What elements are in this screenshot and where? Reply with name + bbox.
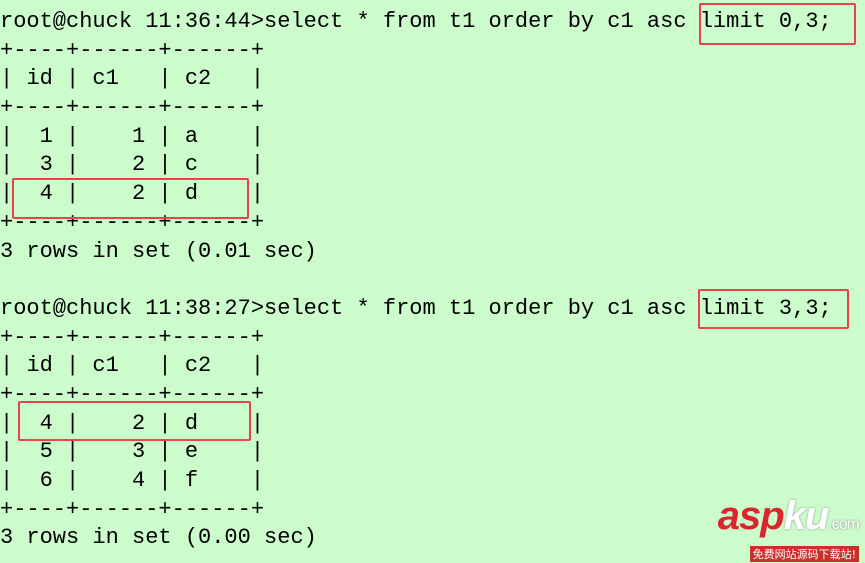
sql-command: select * from t1 order by c1 asc limit 0… [264, 9, 832, 34]
table-row: | 5 | 3 | e | [0, 439, 265, 465]
table-row: | 4 | 2 | d | [0, 410, 265, 436]
result-summary: 3 rows in set (0.00 sec) [0, 525, 317, 551]
logo-text-b: ku [783, 494, 830, 538]
table-border: +----+------+------+ [0, 209, 265, 235]
result-summary: 3 rows in set (0.01 sec) [0, 238, 317, 264]
query-block-1: root@chuck 11:36:44>select * from t1 ord… [0, 8, 832, 266]
prompt: root@chuck 11:36:44> [0, 9, 265, 34]
logo-text-a: asp [717, 494, 785, 538]
table-row: | 3 | 2 | c | [0, 152, 265, 178]
watermark-tagline: 免费网站源码下载站! [749, 546, 859, 562]
watermark-logo: aspku.com 免费网站源码下载站! [717, 494, 860, 563]
command-line: root@chuck 11:36:44>select * from t1 ord… [0, 8, 832, 37]
table-header: | id | c1 | c2 | [0, 353, 265, 379]
highlight-row-1 [12, 178, 249, 219]
logo-domain: .com [828, 516, 860, 533]
highlight-limit-clause-2 [698, 289, 849, 329]
table-border: +----+------+------+ [0, 37, 265, 63]
command-line: root@chuck 11:38:27>select * from t1 ord… [0, 295, 832, 324]
table-border: +----+------+------+ [0, 496, 265, 522]
table-border: +----+------+------+ [0, 95, 265, 121]
table-row: | 4 | 2 | d | [0, 181, 265, 207]
table-row: | 6 | 4 | f | [0, 468, 265, 493]
terminal-output: root@chuck 11:36:44>select * from t1 ord… [0, 8, 832, 553]
highlight-limit-clause-1 [699, 3, 856, 45]
table-row: | 1 | 1 | a | [0, 123, 265, 149]
table-border: +----+------+------+ [0, 324, 265, 350]
table-header: | id | c1 | c2 | [0, 66, 265, 92]
query-block-2: root@chuck 11:38:27>select * from t1 ord… [0, 295, 832, 553]
prompt: root@chuck 11:38:27> [0, 295, 265, 321]
highlight-row-2 [18, 401, 251, 441]
sql-command: select * from t1 order by c1 asc limit 3… [264, 295, 832, 321]
